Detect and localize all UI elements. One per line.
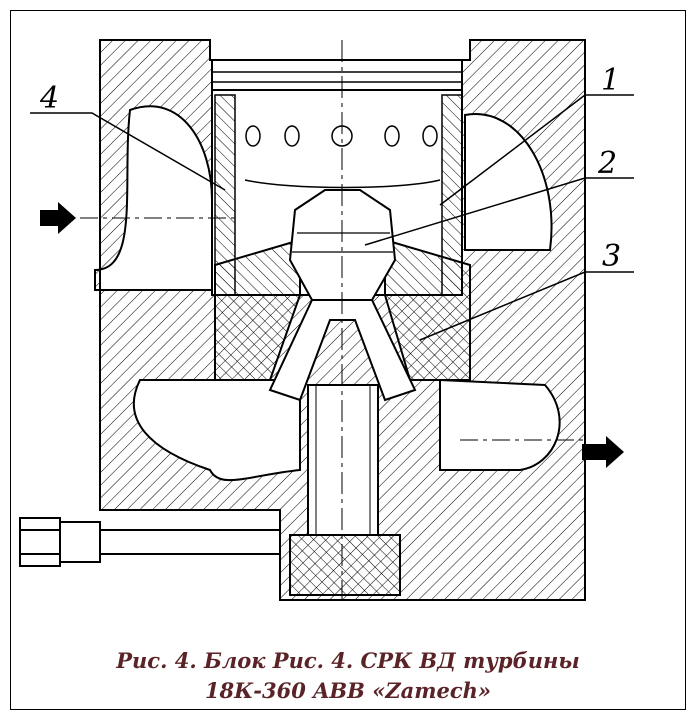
side-bolt [19, 517, 281, 567]
valve-seat [214, 238, 471, 381]
label-1: 1 [601, 63, 620, 98]
cage-holes [245, 125, 438, 147]
diffuser [268, 299, 417, 402]
figure-caption-line-1: Рис. 4. Блок Рис. 4. СРК ВД турбины [116, 648, 580, 673]
outlet-arrow-icon [582, 436, 624, 468]
label-4: 4 [39, 81, 59, 116]
inlet-arrow-icon [40, 202, 76, 234]
label-3: 3 [602, 239, 621, 274]
figure-caption-line-2: 18К-360 ABB «Zamech» [204, 678, 492, 703]
valve-stem [307, 384, 379, 536]
label-2: 2 [597, 146, 617, 181]
leader-lines [30, 94, 634, 341]
